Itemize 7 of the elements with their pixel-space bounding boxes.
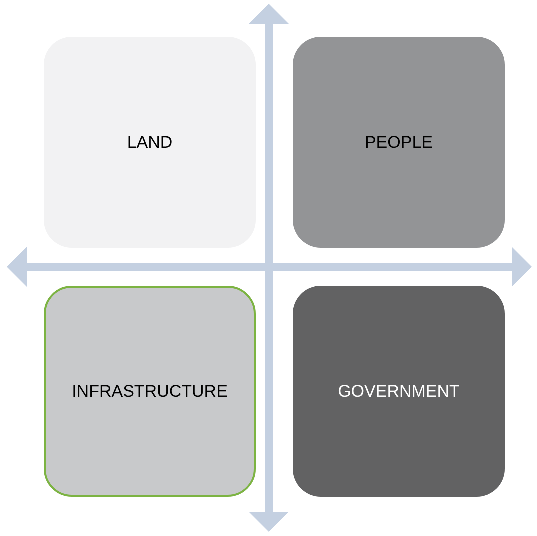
quadrant-box [44,286,256,497]
box-label: INFRASTRUCTURE [72,380,228,403]
box-label: LAND [127,132,173,154]
quadrant-box [293,286,505,497]
box-label: PEOPLE [364,132,434,154]
quadrant-box [293,37,505,248]
box-label: GOVERNMENT [338,380,460,403]
